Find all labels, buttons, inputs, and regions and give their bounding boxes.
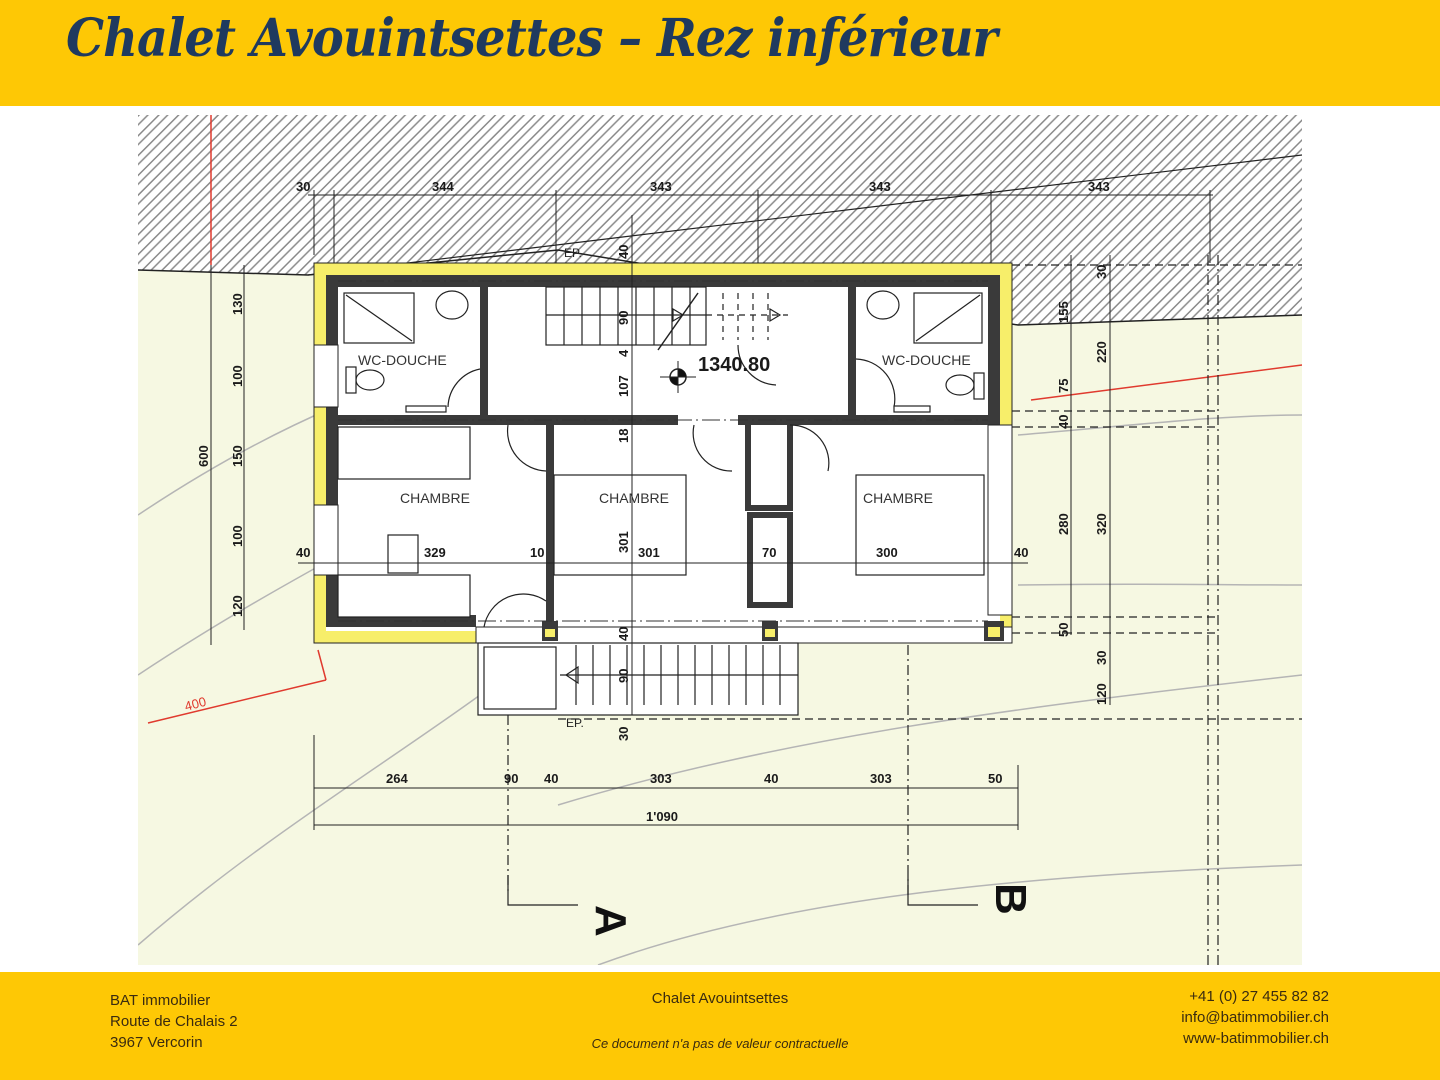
company-name: BAT immobilier xyxy=(110,992,211,1009)
dim-left-inner-0: 130 xyxy=(230,293,245,315)
dim-inner-3: 301 xyxy=(638,545,660,560)
dim-inner-2: 10 xyxy=(530,545,544,560)
dim-top-4: 343 xyxy=(1088,179,1110,194)
stair-lower xyxy=(477,642,799,716)
room-label-wc-left: WC-DOUCHE xyxy=(358,352,447,368)
section-markers xyxy=(507,875,978,906)
dim-center-1: 90 xyxy=(616,311,631,325)
dim-inner-4: 70 xyxy=(762,545,776,560)
dim-left-inner-1: 100 xyxy=(230,365,245,387)
dim-bottom-total: 1'090 xyxy=(646,809,678,824)
dim-right-b-1: 220 xyxy=(1094,341,1109,363)
disclaimer: Ce document n'a pas de valeur contractue… xyxy=(591,1036,849,1051)
dim-right-a-2: 40 xyxy=(1056,415,1071,429)
section-label-b: B xyxy=(986,883,1035,915)
dim-center-7: 90 xyxy=(616,669,631,683)
dim-center-2: 4 xyxy=(616,349,631,357)
red-boundary-line xyxy=(147,115,1302,724)
dim-bottom-5: 303 xyxy=(870,771,892,786)
footer-banner: BAT immobilier Route de Chalais 2 3967 V… xyxy=(0,972,1440,1080)
room-label-chambre-3: CHAMBRE xyxy=(863,490,933,506)
email-link[interactable]: info@batimmobilier.ch xyxy=(1181,1009,1329,1026)
wc-left-fixtures xyxy=(343,290,481,413)
elevation-marker-icon xyxy=(660,361,696,393)
floor-plan: 400 xyxy=(138,115,1302,965)
website-link[interactable]: www-batimmobilier.ch xyxy=(1183,1030,1329,1047)
project-name: Chalet Avouintsettes xyxy=(651,990,789,1007)
red-dim-label: 400 xyxy=(183,694,208,714)
dim-bottom-0: 264 xyxy=(386,771,408,786)
dim-center-0: 40 xyxy=(616,245,631,259)
phone[interactable]: +41 (0) 27 455 82 82 xyxy=(1189,988,1329,1005)
dim-center-6: 40 xyxy=(616,627,631,641)
dim-right-b-3: 30 xyxy=(1094,651,1109,665)
dim-left-inner-2: 150 xyxy=(230,445,245,467)
dim-center-4: 18 xyxy=(616,429,631,443)
dim-top-1: 344 xyxy=(432,179,454,194)
dim-inner-5: 300 xyxy=(876,545,898,560)
dim-left-inner-3: 100 xyxy=(230,525,245,547)
section-label-a: A xyxy=(586,905,635,937)
dim-right-b-0: 30 xyxy=(1094,265,1109,279)
room-label-wc-right: WC-DOUCHE xyxy=(882,352,971,368)
dim-top-0: 30 xyxy=(296,179,310,194)
dim-left-inner-4: 120 xyxy=(230,595,245,617)
ep-label-top: EP. xyxy=(564,246,582,260)
company-address: BAT immobilier Route de Chalais 2 3967 V… xyxy=(110,990,238,1053)
header-banner: Chalet Avouintsettes – Rez inférieur xyxy=(0,0,1440,106)
dim-bottom-3: 303 xyxy=(650,771,672,786)
dim-right-a-4: 50 xyxy=(1056,623,1071,637)
dim-top-3: 343 xyxy=(869,179,891,194)
page-title: Chalet Avouintsettes – Rez inférieur xyxy=(66,8,998,69)
dim-right-b-4: 120 xyxy=(1094,683,1109,705)
room-label-chambre-2: CHAMBRE xyxy=(599,490,669,506)
ep-label-bottom: EP. xyxy=(566,716,584,730)
bedroom-furniture xyxy=(337,424,985,628)
dim-right-a-3: 280 xyxy=(1056,513,1071,535)
dim-bottom-6: 50 xyxy=(988,771,1002,786)
wc-right-fixtures xyxy=(737,290,985,413)
stair-upper xyxy=(545,286,788,351)
dim-right-b-2: 320 xyxy=(1094,513,1109,535)
dim-inner-0: 40 xyxy=(296,545,310,560)
dim-inner-1: 329 xyxy=(424,545,446,560)
company-city: 3967 Vercorin xyxy=(110,1034,203,1051)
room-label-chambre-1: CHAMBRE xyxy=(400,490,470,506)
dimension-lines xyxy=(210,190,1213,830)
dim-left-outer: 600 xyxy=(196,445,211,467)
dim-bottom-2: 40 xyxy=(544,771,558,786)
dim-center-5: 301 xyxy=(616,531,631,553)
elevation-value: 1340.80 xyxy=(698,354,770,376)
company-street: Route de Chalais 2 xyxy=(110,1013,238,1030)
dim-bottom-1: 90 xyxy=(504,771,518,786)
dim-center-8: 30 xyxy=(616,727,631,741)
dim-bottom-4: 40 xyxy=(764,771,778,786)
dim-right-a-0: 155 xyxy=(1056,301,1071,323)
dim-inner-6: 40 xyxy=(1014,545,1028,560)
section-lines xyxy=(507,255,1219,965)
dim-center-3: 107 xyxy=(616,375,631,397)
dim-top-2: 343 xyxy=(650,179,672,194)
dim-right-a-1: 75 xyxy=(1056,379,1071,393)
company-contact: +41 (0) 27 455 82 82 info@batimmobilier.… xyxy=(1181,986,1329,1049)
